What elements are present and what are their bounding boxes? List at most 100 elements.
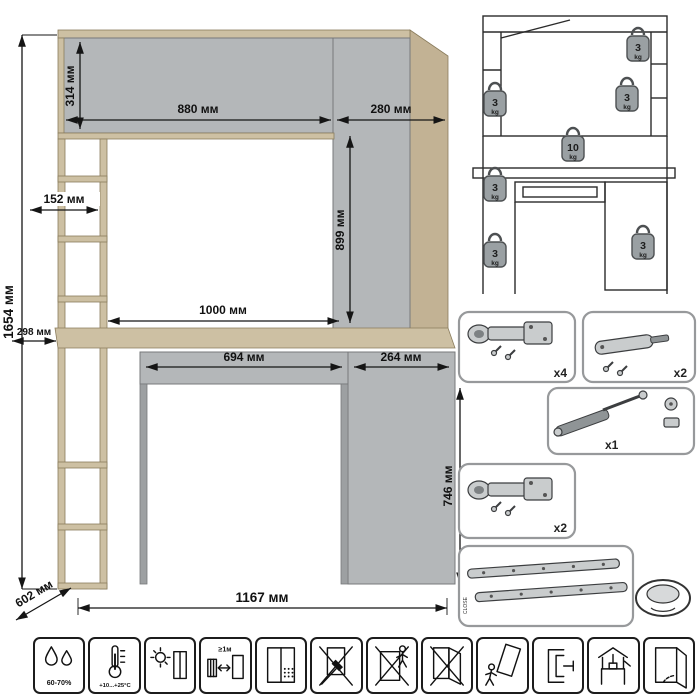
falling-person-icon — [484, 662, 497, 686]
hinge-pack-bottom: x2 — [457, 462, 577, 540]
thermometer-icon — [108, 644, 125, 678]
cabinet-icon — [654, 646, 678, 683]
dim-overall-height: 1654 мм — [1, 285, 16, 339]
load-unit: kg — [623, 104, 631, 111]
ladder-rail-left — [57, 138, 66, 590]
damper-icon — [594, 334, 670, 355]
load-badge: 10 kg — [561, 126, 585, 162]
cross-icon — [430, 645, 465, 686]
cross-icon — [319, 645, 354, 686]
load-badge: 3 kg — [483, 166, 507, 202]
care-icon-ventilation — [254, 637, 308, 694]
well-icon — [598, 646, 632, 685]
cabinet-icon — [232, 654, 245, 679]
clamp-icon — [547, 648, 574, 683]
desk-outline — [472, 15, 676, 294]
hammer-icon — [321, 659, 344, 685]
grommet-icon — [635, 579, 691, 617]
drawer-slide-icon — [467, 558, 628, 603]
load-value: 10 — [567, 142, 579, 154]
dim-hutch-width: 880 мм — [177, 102, 218, 116]
right-column — [332, 37, 411, 336]
care-icon-humidity: 60-70% — [33, 637, 86, 694]
damper-pack: x2 — [581, 310, 697, 384]
ladder-rail-right — [99, 138, 108, 590]
open-door-icon — [675, 646, 687, 689]
tilting-cabinet-icon — [495, 643, 521, 677]
dim-right-width: 280 мм — [370, 102, 411, 116]
care-icon-no-lean — [420, 637, 474, 694]
shelf — [57, 582, 108, 590]
dim-shelf-depth: 152 мм — [43, 192, 84, 206]
dim-hutch-height: 314 мм — [63, 65, 77, 106]
cabinet-side — [340, 383, 349, 585]
humidity-label: 60-70% — [47, 679, 72, 687]
hinge-top-qty: x4 — [554, 366, 568, 380]
care-icon-tip-over-warning — [476, 637, 529, 694]
cross-icon — [374, 645, 409, 686]
care-icon-temperature: +10...+25°C — [88, 637, 141, 694]
water-drops-icon — [45, 645, 73, 666]
load-unit: kg — [634, 54, 642, 61]
care-icon-sunlight — [143, 637, 197, 694]
load-unit: kg — [491, 260, 499, 267]
desktop — [54, 327, 456, 349]
dim-depth: 602 мм — [13, 577, 56, 610]
load-value: 3 — [635, 42, 641, 54]
sun-icon — [150, 646, 171, 668]
gas-lift-qty: x1 — [605, 438, 619, 452]
temperature-label: +10...+25°C — [99, 683, 131, 689]
load-value: 3 — [492, 97, 498, 109]
cabinet-vent-icon — [266, 646, 295, 683]
care-icon-heater-distance: ≥1м — [199, 637, 252, 694]
dim-cabinet-width: 264 мм — [380, 350, 421, 364]
load-value: 3 — [492, 182, 498, 194]
gas-lift-icon — [553, 390, 648, 437]
load-badge: 3 kg — [483, 232, 507, 268]
side-panel — [409, 29, 449, 337]
dim-drawer-width: 694 мм — [223, 350, 264, 364]
care-icon-open-door — [642, 637, 696, 694]
dimension-annotations: 1654 мм 314 мм 880 мм 280 мм 899 мм 152 … — [1, 34, 464, 621]
hutch-bottom — [57, 132, 335, 140]
cabinet-icon — [173, 650, 187, 679]
load-value: 3 — [624, 92, 630, 104]
load-unit: kg — [491, 109, 499, 116]
cabinet-icon — [327, 646, 346, 675]
slide-marking: CLOSE — [463, 596, 469, 614]
load-capacity-drawing: 3 kg 3 kg 3 kg 10 kg 3 kg 3 kg — [472, 15, 676, 294]
shelf — [57, 523, 108, 531]
load-unit: kg — [491, 194, 499, 201]
load-badge: 3 kg — [615, 76, 639, 112]
load-value: 3 — [492, 248, 498, 260]
hinge-bottom-qty: x2 — [554, 521, 568, 535]
care-icon-clamp — [531, 637, 585, 694]
load-badge: 3 kg — [631, 224, 655, 260]
dim-desk-height: 746 мм — [441, 465, 455, 506]
care-icon-no-impact — [310, 637, 363, 694]
load-badge: 3 kg — [626, 26, 650, 62]
shelf — [57, 175, 108, 183]
load-unit: kg — [569, 154, 577, 161]
dim-side-depth: 298 мм — [17, 327, 51, 338]
care-icon-well — [587, 637, 640, 694]
hardware-panel: x4 x2 — [457, 310, 697, 628]
swing-arc-icon — [662, 674, 676, 683]
top-panel — [57, 29, 411, 39]
hinge-pack-top: x4 — [457, 310, 577, 384]
heater-distance-label: ≥1м — [219, 645, 232, 653]
care-icon-strip: 60-70% +10...+25°C — [33, 637, 696, 694]
distance-arrow-icon — [218, 663, 231, 671]
dim-opening-height: 899 мм — [333, 209, 347, 250]
load-value: 3 — [640, 240, 646, 252]
gas-lift-fittings-icon — [663, 397, 680, 428]
gas-lift-pack: x1 — [546, 386, 696, 456]
shelf — [57, 235, 108, 243]
damper-qty: x2 — [674, 366, 688, 380]
drawer-slides-pack: CLOSE — [457, 544, 635, 628]
shelf — [57, 461, 108, 469]
dim-overall-width: 1167 мм — [235, 590, 288, 605]
shelf — [57, 295, 108, 303]
desk-leg — [139, 383, 148, 585]
